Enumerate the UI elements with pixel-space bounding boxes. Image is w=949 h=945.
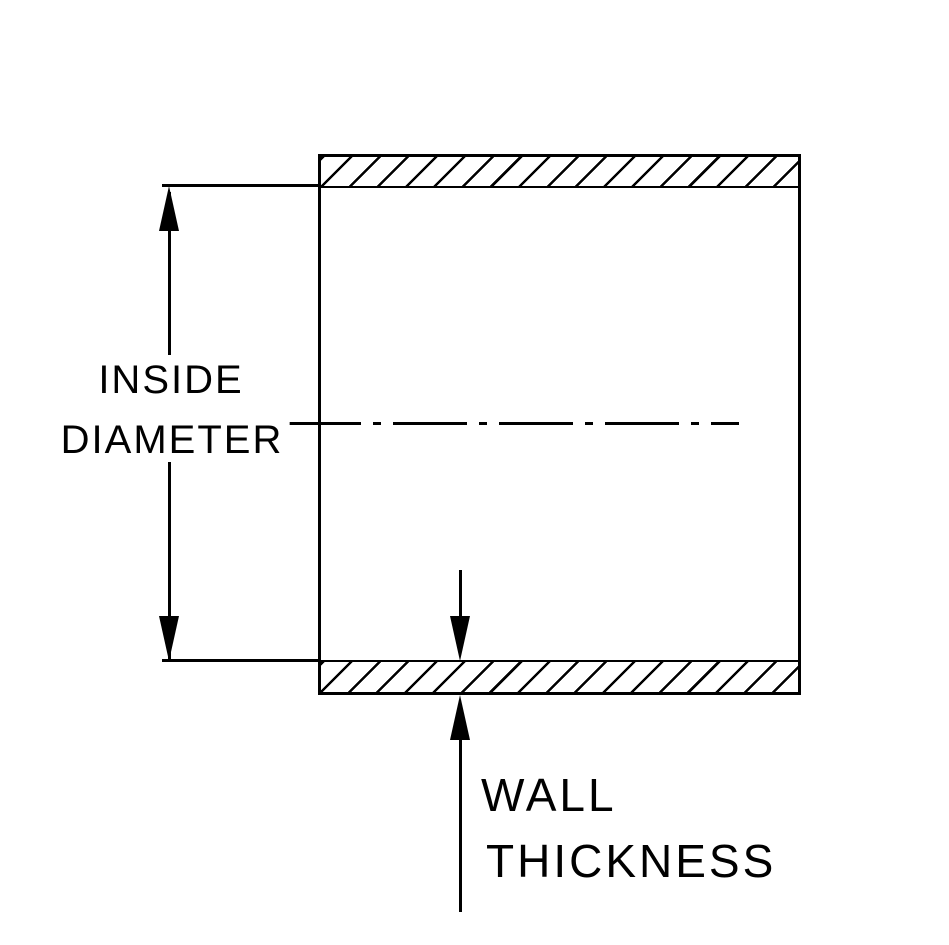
arrow-down-icon	[159, 616, 179, 661]
wall-thickness-stub-line	[459, 570, 462, 620]
top-wall-hatch	[321, 157, 798, 188]
wall-thickness-leader-line	[459, 738, 462, 912]
inside-diameter-label-line1: INSIDE	[92, 360, 250, 400]
inside-diameter-dimension-line-upper	[168, 192, 171, 355]
arrow-up-icon	[450, 695, 470, 740]
inside-diameter-label-line2: DIAMETER	[54, 420, 290, 460]
wall-thickness-label-line1: WALL	[481, 769, 617, 821]
inside-diameter-dimension-line-lower	[168, 462, 171, 661]
bottom-wall-hatch	[321, 660, 798, 692]
wall-thickness-label-line2: THICKNESS	[486, 835, 777, 887]
arrow-down-icon	[450, 616, 470, 661]
extension-line-top	[162, 184, 320, 187]
extension-line-bottom	[162, 659, 320, 662]
arrow-up-icon	[159, 186, 179, 231]
centerline	[287, 422, 739, 425]
